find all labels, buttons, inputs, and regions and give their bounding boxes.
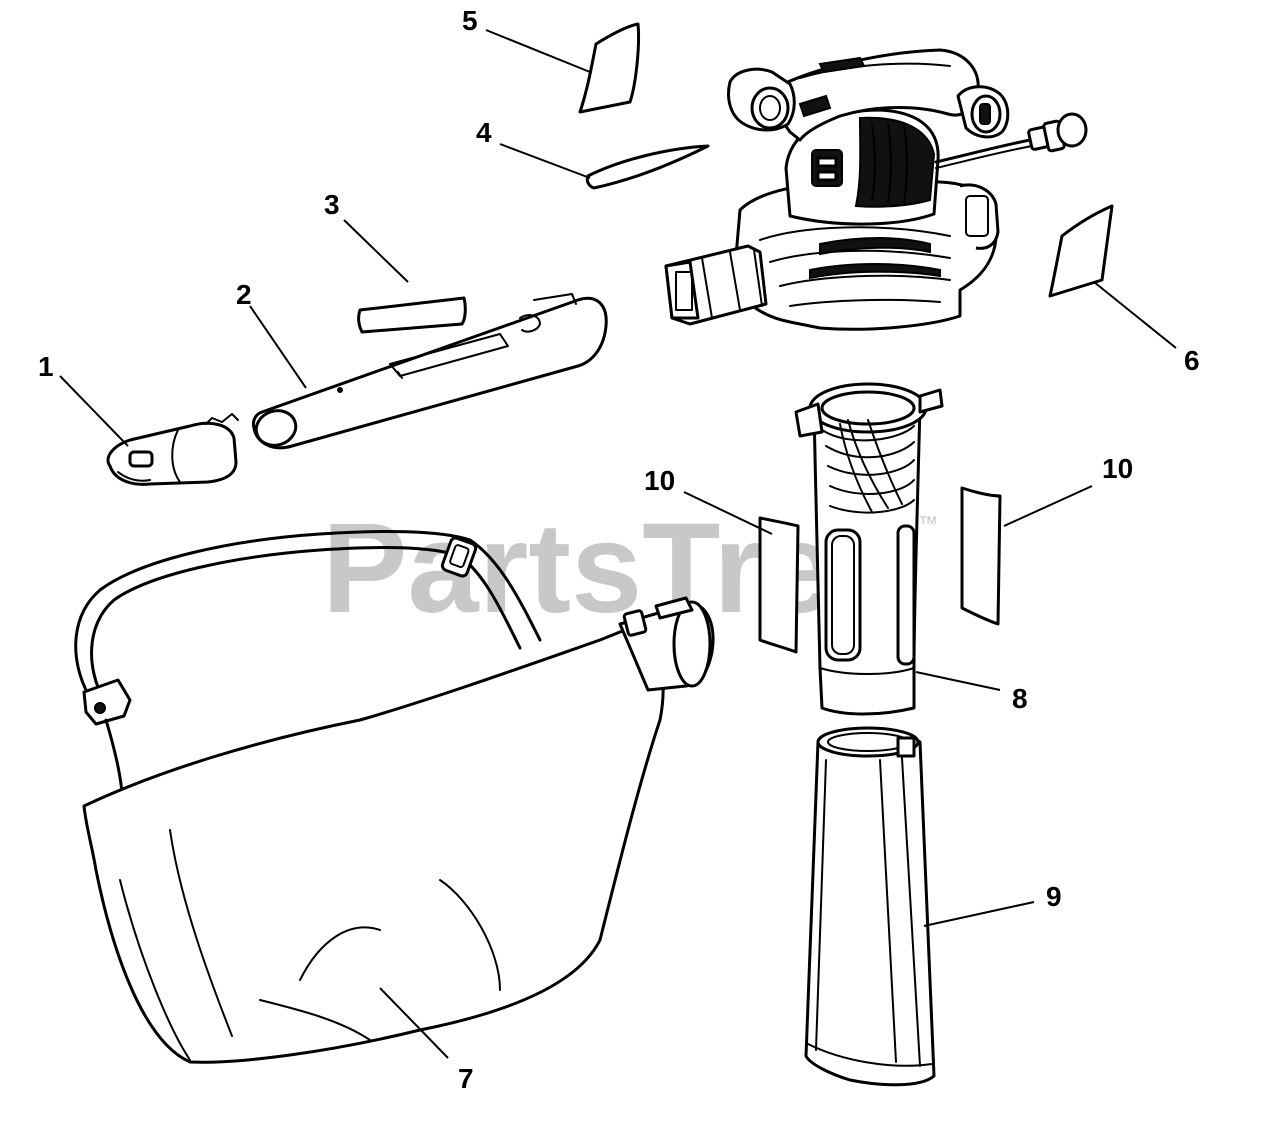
callout-8: 8: [1012, 683, 1028, 714]
callout-2: 2: [236, 279, 252, 310]
part-2-blower-tube: [252, 293, 608, 450]
part-6-label: [1048, 204, 1114, 298]
watermark-text: PartsTree: [322, 497, 906, 640]
part-8-vacuum-tube-upper: [794, 382, 944, 716]
part-10-label-left: [758, 516, 800, 654]
watermark-trademark: ™: [918, 513, 938, 535]
part-7-collection-bag: [74, 530, 715, 1064]
part-3-label: [357, 296, 467, 334]
callout-5: 5: [462, 5, 478, 36]
callout-7: 7: [458, 1063, 474, 1094]
callout-10-left: 10: [644, 465, 675, 496]
part-4-label: [585, 144, 710, 190]
part-9-vacuum-tube-lower: [804, 726, 936, 1087]
callout-3: 3: [324, 189, 340, 220]
callout-10-right: 10: [1102, 453, 1133, 484]
callout-4: 4: [476, 117, 492, 148]
callout-6: 6: [1184, 345, 1200, 376]
leader-lines: [59, 29, 1177, 1059]
part-10-label-right: [960, 486, 1002, 626]
part-5-label: [578, 22, 640, 114]
callout-1: 1: [38, 351, 54, 382]
callout-9: 9: [1046, 881, 1062, 912]
blower-motor-housing: [664, 48, 1088, 331]
part-1-nozzle-tip: [106, 413, 239, 486]
callouts: 1 2 3 4 5 6 7 8 9 10 10: [38, 5, 1200, 1094]
